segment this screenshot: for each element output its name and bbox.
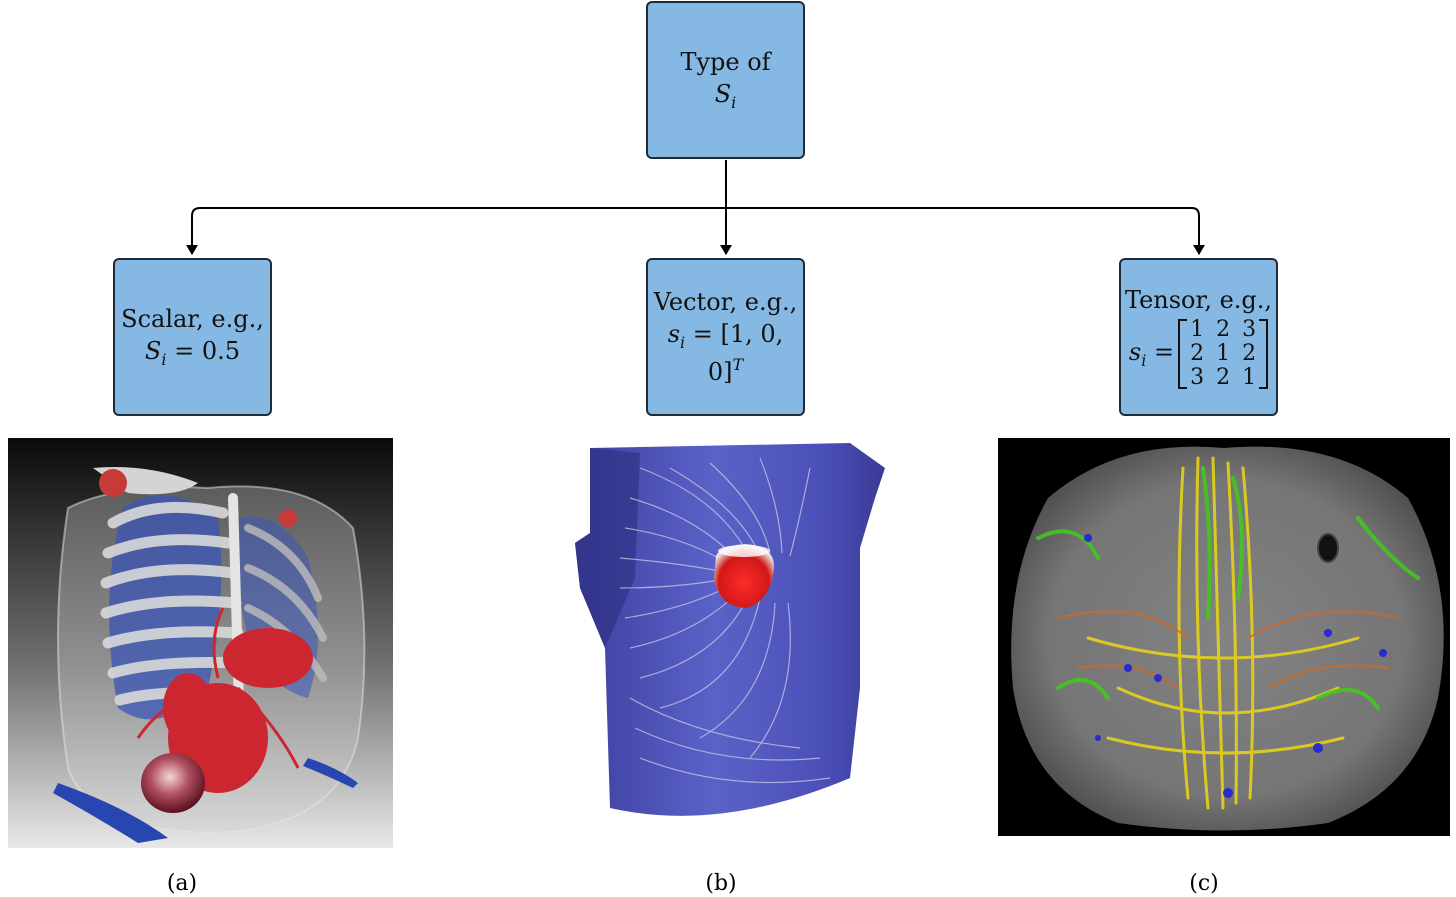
matrix-cell: 3	[1242, 317, 1257, 343]
matrix-right-bracket	[1259, 319, 1269, 390]
matrix-cell: 2	[1216, 317, 1231, 343]
vector-node: Vector, e.g., si = [1, 0, 0]T	[646, 258, 805, 416]
vector-title: Vector, e.g.,	[653, 287, 798, 316]
tensor-title: Tensor, e.g.,	[1124, 285, 1273, 314]
matrix-cell: 2	[1242, 341, 1257, 367]
tensor-subscript: i	[1141, 351, 1147, 371]
scalar-title: Scalar, e.g.,	[121, 305, 264, 333]
matrix-left-bracket	[1178, 319, 1188, 390]
tensor-equals: =	[1146, 338, 1175, 367]
vector-symbol: s	[667, 320, 681, 349]
matrix-cell: 2	[1190, 341, 1205, 367]
scalar-symbol: S	[144, 337, 162, 366]
scalar-volume-rendering	[8, 438, 393, 848]
tensor-symbol: s	[1128, 338, 1142, 367]
scalar-equation: = 0.5	[166, 337, 241, 366]
tensor-node: Tensor, e.g., si = 1 2 3 2 1 2 3 2 1	[1119, 258, 1278, 416]
vector-superscript: T	[732, 354, 744, 374]
root-symbol: S	[714, 80, 732, 109]
scalar-subscript: i	[161, 350, 167, 370]
root-line1: Type of	[680, 48, 771, 76]
tensor-matrix: 1 2 3 2 1 2 3 2 1	[1178, 317, 1269, 391]
arrow-to-tensor	[1191, 207, 1205, 255]
tensor-fiber-rendering	[998, 438, 1450, 836]
matrix-cell: 1	[1216, 341, 1231, 367]
matrix-cell: 1	[1242, 365, 1257, 391]
arrow-to-scalar	[186, 207, 201, 255]
matrix-cell: 2	[1216, 365, 1231, 391]
vector-field-rendering	[520, 438, 915, 848]
root-subscript: i	[731, 93, 737, 113]
caption-a: (a)	[166, 871, 198, 896]
scalar-node: Scalar, e.g., Si = 0.5	[113, 258, 272, 416]
caption-c: (c)	[1189, 871, 1219, 896]
matrix-cell: 1	[1190, 317, 1205, 343]
matrix-cell: 3	[1190, 365, 1205, 391]
caption-b: (b)	[705, 871, 737, 896]
root-node: Type of Si	[646, 1, 805, 159]
vector-equation: = [1, 0, 0]	[685, 320, 784, 386]
vector-subscript: i	[680, 333, 686, 353]
